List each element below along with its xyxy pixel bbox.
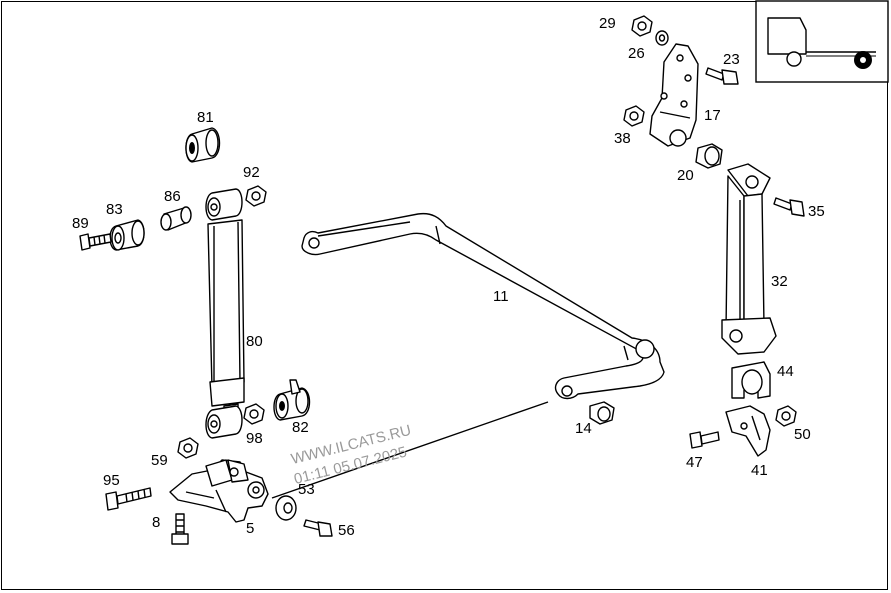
label-11[interactable]: 11 [493,288,509,305]
bolt-8[interactable] [171,513,189,545]
rubber-bushing-82[interactable] [273,379,311,421]
label-59[interactable]: 59 [151,452,168,469]
label-23[interactable]: 23 [723,51,740,68]
nut-92[interactable] [245,185,267,207]
nut-98[interactable] [243,403,265,425]
bolt-47[interactable] [689,431,720,449]
label-29[interactable]: 29 [599,15,616,32]
label-80[interactable]: 80 [246,333,263,350]
nut-59[interactable] [177,437,199,459]
label-81[interactable]: 81 [197,109,214,126]
stabilizer-bar[interactable] [301,212,665,400]
label-41[interactable]: 41 [751,462,768,479]
rubber-bushing-83[interactable] [109,219,145,251]
bushing-20[interactable] [695,143,723,169]
label-35[interactable]: 35 [808,203,825,220]
sleeve-86[interactable] [160,206,192,231]
label-56[interactable]: 56 [338,522,355,539]
label-44[interactable]: 44 [777,363,794,380]
label-95[interactable]: 95 [103,472,120,489]
label-53[interactable]: 53 [298,481,315,498]
label-20[interactable]: 20 [677,167,694,184]
label-50[interactable]: 50 [794,426,811,443]
nut-50[interactable] [775,405,797,427]
label-5[interactable]: 5 [246,520,254,537]
mounting-bracket-5[interactable] [169,459,269,523]
shock-absorber[interactable] [205,188,245,439]
bushing-14[interactable] [589,401,615,425]
label-8[interactable]: 8 [152,514,160,531]
label-86[interactable]: 86 [164,188,181,205]
label-89[interactable]: 89 [72,215,89,232]
bolt-23[interactable] [705,67,739,85]
stabilizer-link-32[interactable] [721,163,777,355]
label-14[interactable]: 14 [575,420,592,437]
rubber-bushing-81[interactable] [185,127,221,163]
bolt-89[interactable] [79,233,112,251]
stabilizer-link-line [271,401,549,499]
label-92[interactable]: 92 [243,164,260,181]
clamp-41[interactable] [725,405,771,457]
nut-29[interactable] [631,15,653,37]
label-83[interactable]: 83 [106,201,123,218]
label-82[interactable]: 82 [292,419,309,436]
washer-26[interactable] [655,30,669,46]
bolt-35[interactable] [773,197,805,217]
bolt-95[interactable] [105,487,152,511]
label-38[interactable]: 38 [614,130,631,147]
mounting-plate-17[interactable] [649,43,699,147]
truck-rear-axle-icon [755,0,889,83]
nut-38[interactable] [623,105,645,127]
label-98[interactable]: 98 [246,430,263,447]
label-26[interactable]: 26 [628,45,645,62]
label-17[interactable]: 17 [704,107,721,124]
label-47[interactable]: 47 [686,454,703,471]
label-32[interactable]: 32 [771,273,788,290]
washer-53[interactable] [275,495,297,521]
rubber-bushing-44[interactable] [731,361,771,399]
bolt-56[interactable] [303,519,333,537]
